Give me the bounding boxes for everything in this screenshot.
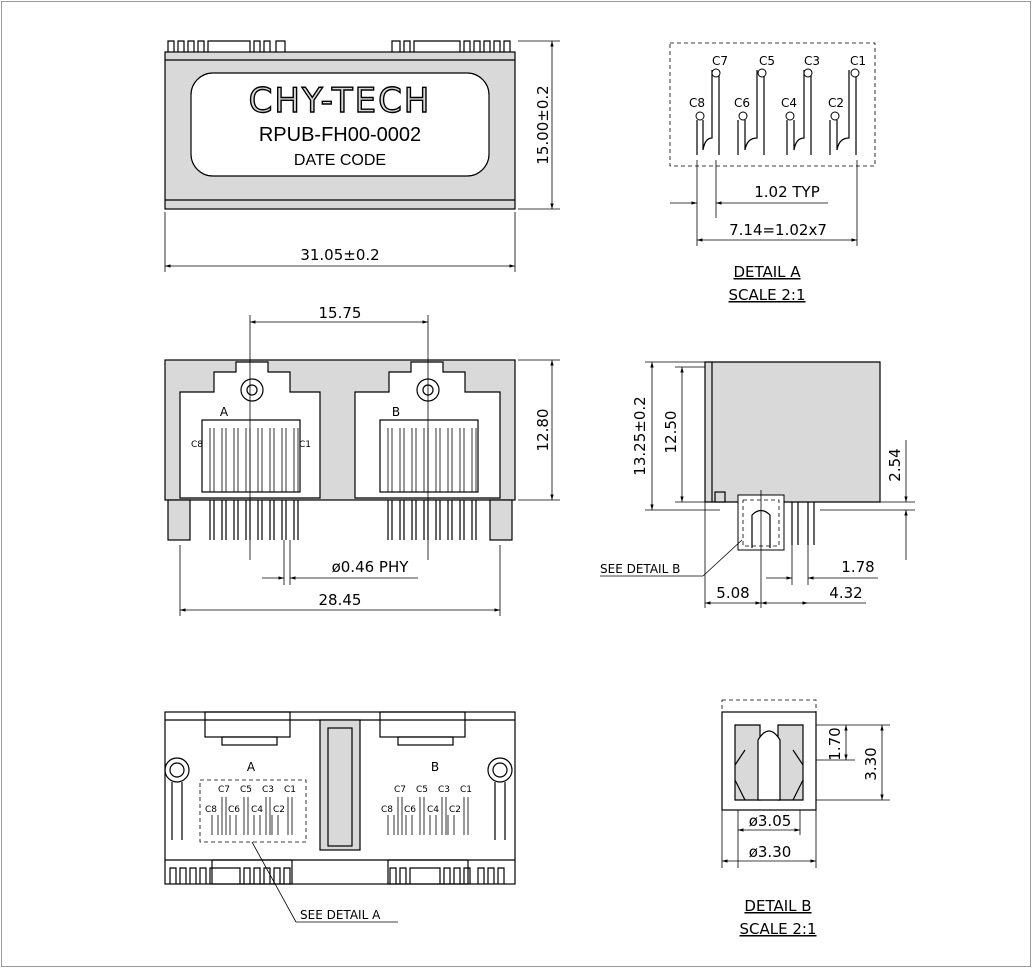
front-pin-c8: C8: [191, 440, 203, 450]
front-port-b: B: [392, 405, 400, 419]
span-dim: 7.14=1.02x7: [729, 221, 827, 239]
bottom-a-c2: C2: [273, 805, 285, 815]
bottom-b-c8: C8: [381, 805, 393, 815]
see-detail-b: SEE DETAIL B: [600, 562, 680, 576]
bottom-a-c3: C3: [262, 785, 274, 795]
front-pin-c1: C1: [299, 440, 311, 450]
dia-330: ø3.30: [749, 843, 792, 861]
body-height-dim: 12.50: [662, 411, 680, 454]
detail-a-pin-c6: C6: [734, 96, 750, 110]
bottom-a-c8: C8: [205, 805, 217, 815]
detail-a-pin-c1: C1: [850, 54, 866, 68]
side-view: 13.25±0.2 12.50 2.54 SEE DETAIL B 1.78 5…: [600, 361, 915, 608]
bottom-a-c4: C4: [251, 805, 263, 815]
side-view-body: [704, 361, 881, 503]
bottom-b-c4: C4: [427, 805, 439, 815]
detail-a-pin-c4: C4: [781, 96, 797, 110]
front-port-a: A: [220, 405, 229, 419]
total-height-dim: 13.25±0.2: [631, 396, 649, 475]
front-height-dim: 12.80: [534, 409, 552, 452]
standoff-dim: 2.54: [886, 448, 904, 481]
bottom-a-c6: C6: [228, 805, 240, 815]
detail-a-pin-c3: C3: [804, 54, 820, 68]
pin-dia-dim: ø0.46 PHY: [332, 558, 410, 576]
height-dim: 15.00±0.2: [534, 85, 552, 164]
dim-508: 5.08: [716, 584, 749, 602]
dim-178: 1.78: [841, 558, 874, 576]
bottom-a-c5: C5: [240, 785, 252, 795]
dim-330v: 3.30: [862, 747, 880, 780]
bottom-b-c7: C7: [394, 785, 406, 795]
detail-a-scale: SCALE 2:1: [729, 286, 806, 304]
part-number: RPUB-FH00-0002: [259, 124, 421, 146]
brand-label: CHY-TECH: [249, 81, 432, 121]
bottom-a-c1: C1: [284, 785, 296, 795]
detail-b-scale: SCALE 2:1: [740, 920, 817, 938]
bottom-b-c6: C6: [404, 805, 416, 815]
dim-170: 1.70: [826, 727, 844, 760]
center-post: [319, 719, 361, 851]
detail-a-pin-c2: C2: [828, 96, 844, 110]
detail-a: C7 C5 C3 C1 C8 C6 C4 C2 1.02 TYP 7.14=1.…: [669, 42, 876, 304]
bottom-b-c2: C2: [449, 805, 461, 815]
bottom-port-b: B: [431, 760, 439, 774]
bottom-b-c5: C5: [416, 785, 428, 795]
see-detail-a: SEE DETAIL A: [300, 908, 381, 922]
detail-b: ø3.05 ø3.30 1.70 3.30 DETAIL B SCALE 2:1: [721, 699, 890, 938]
width-dim: 31.05±0.2: [300, 246, 379, 264]
detail-a-title: DETAIL A: [733, 263, 801, 281]
date-code: DATE CODE: [294, 152, 386, 169]
bottom-b-c1: C1: [460, 785, 472, 795]
bottom-view: A B C7 C5 C3 C1 C8 C6 C4 C2 C7 C5 C3 C1 …: [164, 711, 516, 923]
dia-305: ø3.05: [749, 812, 792, 830]
port-spacing-dim: 15.75: [319, 304, 362, 322]
pitch-dim: 1.02 TYP: [754, 183, 820, 201]
dim-432: 4.32: [829, 584, 862, 602]
bottom-b-c3: C3: [438, 785, 450, 795]
detail-b-title: DETAIL B: [744, 897, 811, 915]
pin-span-dim: 28.45: [319, 591, 362, 609]
front-view: A B C8 C1 15.75 12.80 ø0.46 PHY 28.45: [164, 304, 560, 616]
detail-a-pin-c5: C5: [759, 54, 775, 68]
detail-a-pin-c7: C7: [712, 54, 728, 68]
bottom-port-a: A: [247, 760, 256, 774]
bottom-a-c7: C7: [218, 785, 230, 795]
detail-a-pin-c8: C8: [689, 96, 705, 110]
top-view: CHY-TECH RPUB-FH00-0002 DATE CODE 31.05±…: [164, 40, 560, 272]
label-panel: [190, 72, 490, 177]
